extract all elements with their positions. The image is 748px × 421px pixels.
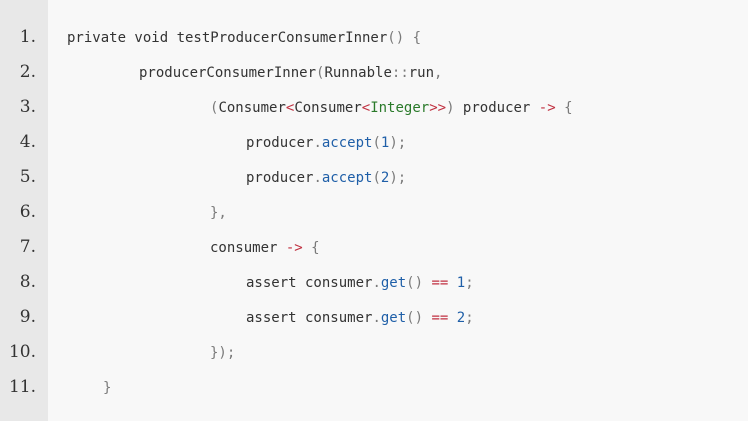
code-token: ==	[431, 310, 449, 326]
code-token: producer	[246, 135, 314, 151]
code-token: ()	[406, 275, 432, 291]
code-line: producerConsumerInner(Runnable::run,	[139, 63, 442, 83]
code-token: ->	[538, 100, 556, 116]
code-token: ;	[465, 310, 474, 326]
code-token: );	[389, 135, 407, 151]
code-token: ()	[406, 310, 432, 326]
code-token: producer	[246, 170, 314, 186]
line-number: 7.	[19, 237, 36, 257]
code-token: get	[380, 275, 407, 291]
code-token: {	[302, 240, 320, 256]
code-token: ::	[391, 65, 409, 81]
code-token: (	[372, 135, 381, 151]
code-token: get	[380, 310, 407, 326]
code-token: assert consumer	[246, 310, 373, 326]
code-token: (	[316, 65, 325, 81]
line-number: 5.	[19, 167, 36, 187]
code-token: ->	[285, 240, 303, 256]
line-number: 9.	[19, 307, 36, 327]
code-token: <	[285, 100, 295, 116]
code-token: <	[361, 100, 371, 116]
code-token: .	[372, 275, 381, 291]
line-number: 1.	[19, 27, 36, 47]
code-token: 2	[380, 170, 390, 186]
code-token: run	[408, 65, 435, 81]
code-line: });	[210, 343, 235, 363]
code-line: },	[210, 203, 227, 223]
line-number: 11.	[8, 377, 36, 397]
code-line: producer.accept(1);	[246, 133, 406, 153]
code-token: 2	[456, 310, 466, 326]
code-token: Consumer	[218, 100, 286, 116]
line-number: 4.	[19, 132, 36, 152]
code-token: assert consumer	[246, 275, 373, 291]
line-number: 3.	[19, 97, 36, 117]
code-token: >>	[429, 100, 447, 116]
line-number: 10.	[8, 342, 36, 362]
line-number: 8.	[19, 272, 36, 292]
code-token: (	[210, 100, 219, 116]
code-token: Consumer	[294, 100, 362, 116]
code-token: Integer	[370, 100, 430, 116]
code-token: ,	[434, 65, 443, 81]
code-token: );	[389, 170, 407, 186]
code-line: }	[103, 378, 111, 398]
code-token: ;	[465, 275, 474, 291]
code-token: }	[103, 380, 112, 396]
code-token: (	[372, 170, 381, 186]
code-token: producer	[454, 100, 539, 116]
code-line: (Consumer<Consumer<Integer>>) producer -…	[210, 98, 573, 118]
code-token: ==	[431, 275, 449, 291]
code-line: assert consumer.get() == 2;	[246, 308, 474, 328]
code-token: producerConsumerInner	[139, 65, 317, 81]
code-line: private void testProducerConsumerInner()…	[67, 28, 421, 48]
code-token: 1	[380, 135, 390, 151]
code-token: .	[313, 135, 322, 151]
code-token: 1	[456, 275, 466, 291]
line-number-gutter: 1. 2. 3. 4. 5. 6. 7. 8. 9. 10. 11.	[0, 0, 48, 421]
code-line: consumer -> {	[210, 238, 320, 258]
code-token: });	[210, 345, 236, 361]
code-token: .	[313, 170, 322, 186]
code-token: .	[372, 310, 381, 326]
code-token: accept	[321, 135, 373, 151]
code-token: },	[210, 205, 227, 221]
line-number: 2.	[19, 62, 36, 82]
code-token	[448, 275, 456, 291]
code-line: assert consumer.get() == 1;	[246, 273, 474, 293]
code-token: consumer	[210, 240, 286, 256]
code-token: {	[555, 100, 573, 116]
code-token: accept	[321, 170, 373, 186]
line-number: 6.	[19, 202, 36, 222]
code-token	[448, 310, 456, 326]
code-token: () {	[387, 30, 422, 46]
code-line: producer.accept(2);	[246, 168, 406, 188]
code-token: )	[446, 100, 455, 116]
code-token: Runnable	[324, 65, 392, 81]
code-token: private void testProducerConsumerInner	[67, 30, 388, 46]
